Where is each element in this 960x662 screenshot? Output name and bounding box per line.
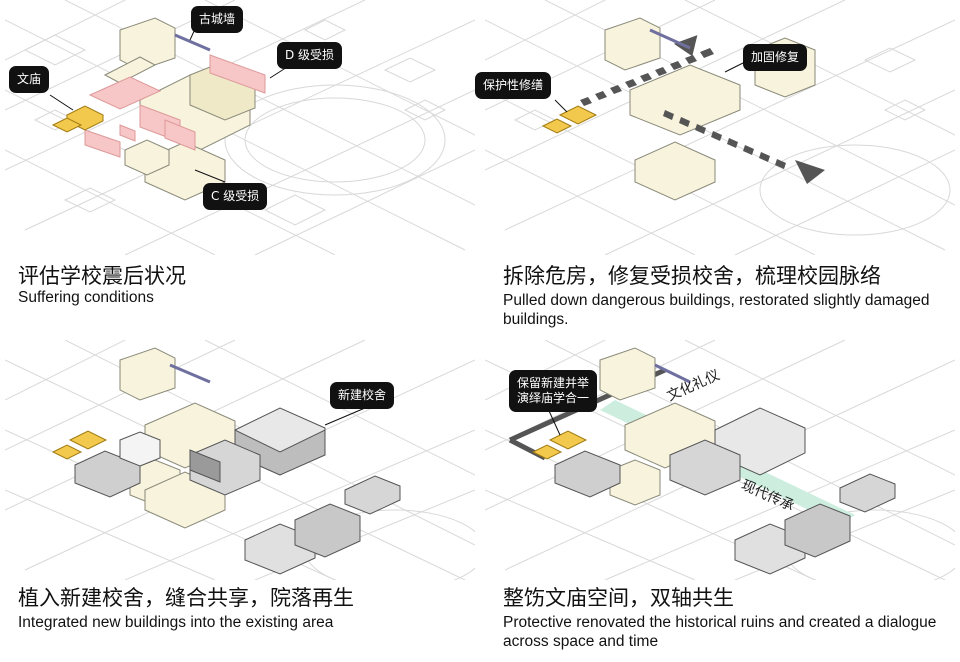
- caption-cn: 整饬文庙空间，双轴共生: [503, 586, 734, 610]
- caption-cn: 评估学校震后状况: [18, 264, 186, 288]
- diagram-suffering: [5, 0, 475, 255]
- callout-ancient-wall: 古城墙: [191, 6, 244, 33]
- callout-damage-level-c: C 级受损: [203, 183, 268, 210]
- callout-reinforce-repair: 加固修复: [743, 44, 808, 71]
- diagram-dual-axis: [485, 340, 955, 580]
- panel-dual-axis: 保留新建并举 演绎庙学合一 文化礼仪 现代传承 整饬文庙空间，双轴共生 Prot…: [485, 340, 955, 662]
- panel-demolition-restoration: 保护性修缮 加固修复 拆除危房，修复受损校舍，梳理校园脉络 Pulled dow…: [475, 0, 955, 330]
- panel-suffering-conditions: 古城墙 D 级受损 文庙 C 级受损 评估学校震后状况 Suffering co…: [5, 0, 475, 330]
- caption-en: Suffering conditions: [18, 289, 154, 306]
- callout-new-school-buildings: 新建校舍: [330, 382, 395, 409]
- caption-en: Integrated new buildings into the existi…: [18, 614, 334, 631]
- caption-en: Protective renovated the historical ruin…: [503, 614, 937, 650]
- caption-en: Pulled down dangerous buildings, restora…: [503, 292, 930, 328]
- callout-temple-school-integration: 保留新建并举 演绎庙学合一: [509, 370, 598, 412]
- panel-new-buildings: 新建校舍 植入新建校舍，缝合共享，院落再生 Integrated new bui…: [5, 340, 475, 662]
- caption-cn: 拆除危房，修复受损校舍，梳理校园脉络: [503, 264, 881, 288]
- diagram-demolition: [485, 0, 955, 255]
- caption-cn: 植入新建校舍，缝合共享，院落再生: [18, 586, 354, 610]
- callout-damage-level-d: D 级受损: [277, 42, 343, 69]
- callout-temple: 文庙: [9, 66, 50, 93]
- callout-protective-repair: 保护性修缮: [475, 72, 552, 99]
- diagram-new-buildings: [5, 340, 475, 580]
